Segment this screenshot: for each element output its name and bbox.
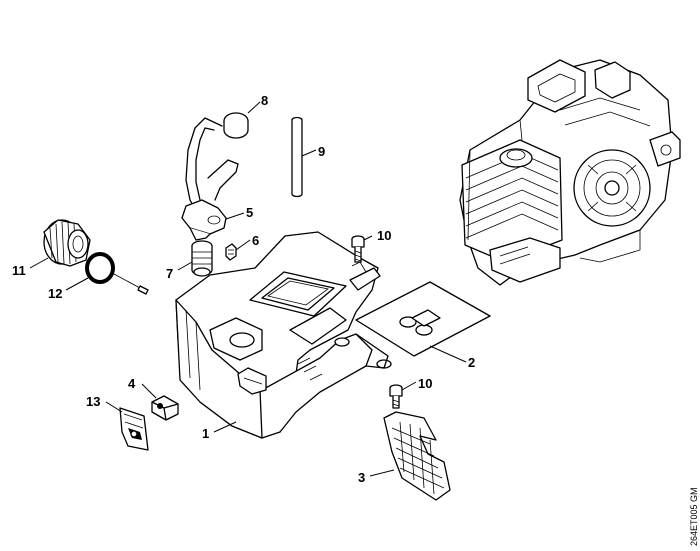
callout-12: 12 bbox=[48, 286, 62, 301]
label-plate bbox=[119, 407, 149, 451]
fuel-hose-elbow bbox=[185, 112, 249, 216]
callout-2: 2 bbox=[468, 355, 475, 370]
leader-lines bbox=[29, 101, 467, 477]
engine-block bbox=[459, 59, 681, 286]
gasket bbox=[355, 281, 491, 357]
tank-housing bbox=[175, 231, 392, 439]
nut-block bbox=[151, 395, 179, 421]
callout-4: 4 bbox=[128, 376, 136, 391]
callout-5: 5 bbox=[246, 205, 253, 220]
screw-upper bbox=[351, 235, 365, 263]
screw-lower bbox=[389, 384, 403, 409]
callout-10-upper: 10 bbox=[377, 228, 391, 243]
callout-1: 1 bbox=[202, 426, 209, 441]
callout-9: 9 bbox=[318, 144, 325, 159]
callout-labels: 8 9 5 6 7 10 11 12 2 10 4 13 1 3 bbox=[12, 93, 475, 485]
o-ring bbox=[85, 252, 149, 295]
callout-3: 3 bbox=[358, 470, 365, 485]
tank-cap bbox=[43, 219, 91, 267]
callout-11: 11 bbox=[12, 263, 26, 278]
callout-13: 13 bbox=[86, 394, 100, 409]
fuel-pickup-filter bbox=[191, 240, 213, 277]
small-screw bbox=[225, 243, 237, 261]
straight-hose bbox=[291, 116, 303, 198]
callout-10-lower: 10 bbox=[418, 376, 432, 391]
drawing-code: 264ET005 GM bbox=[689, 487, 699, 546]
callout-8: 8 bbox=[261, 93, 268, 108]
callout-7: 7 bbox=[166, 266, 173, 281]
heat-shield bbox=[383, 411, 451, 501]
pickup-body bbox=[181, 199, 227, 241]
callout-6: 6 bbox=[252, 233, 259, 248]
